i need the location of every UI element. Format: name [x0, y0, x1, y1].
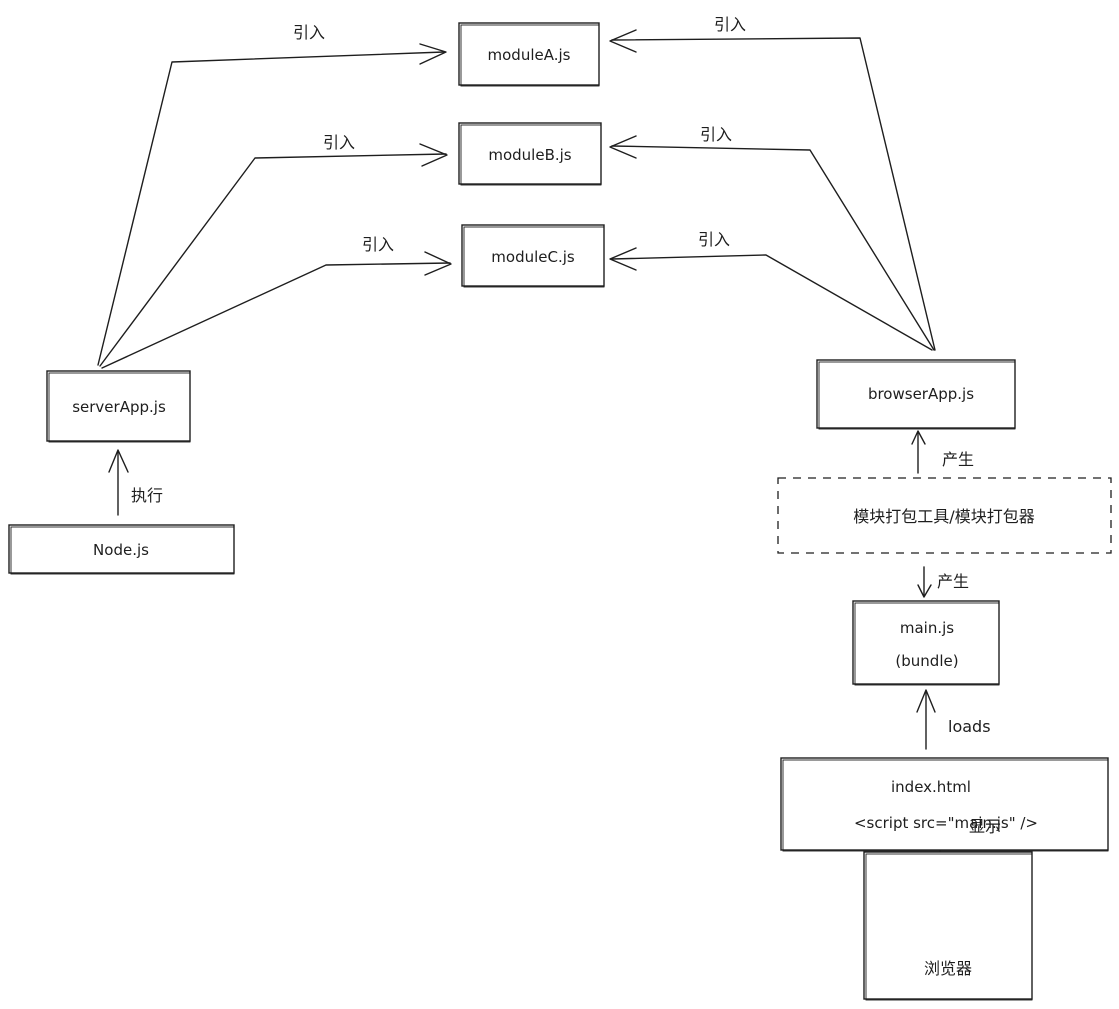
edge-browser-to-moduleB: [609, 135, 935, 351]
edge-label-server-moduleA: 引入: [293, 23, 325, 42]
node-main-line1: main.js: [900, 619, 954, 637]
node-index-line1: index.html: [891, 778, 971, 796]
node-browserApp-label: browserApp.js: [868, 385, 974, 403]
node-moduleB-label: moduleB.js: [488, 146, 571, 164]
edge-label-node-server: 执行: [131, 486, 163, 505]
node-main: main.js (bundle): [852, 600, 1000, 686]
edge-bundler-to-browserApp: [911, 430, 926, 474]
edge-label-index-main: loads: [948, 717, 991, 736]
edge-label-browser-moduleA: 引入: [714, 15, 746, 34]
edge-server-to-moduleC: [101, 251, 452, 369]
edge-label-bundler-browserApp: 产生: [942, 450, 974, 469]
node-nodejs: Node.js: [8, 524, 235, 575]
edge-browser-to-moduleC: [609, 247, 933, 351]
node-bundler-label: 模块打包工具/模块打包器: [853, 507, 1034, 526]
edge-server-to-moduleB: [99, 143, 448, 367]
edge-node-to-server: [108, 449, 129, 516]
node-nodejs-label: Node.js: [93, 541, 149, 559]
node-index-line2: <script src="main.js" />: [854, 814, 1038, 832]
edge-label-server-moduleC: 引入: [362, 235, 394, 254]
node-browserApp: browserApp.js: [816, 359, 1016, 430]
node-browser-label: 浏览器: [924, 959, 972, 978]
node-bundler: 模块打包工具/模块打包器: [777, 477, 1112, 554]
edge-label-browser-moduleC: 引入: [698, 230, 730, 249]
edge-server-to-moduleA: [97, 43, 447, 366]
node-index: index.html <script src="main.js" />: [780, 757, 1109, 852]
node-moduleB: moduleB.js: [458, 122, 602, 186]
edge-label-server-moduleB: 引入: [323, 133, 355, 152]
edge-index-to-main: [916, 689, 936, 750]
node-browser: 浏览器: [863, 851, 1033, 1001]
node-main-line2: (bundle): [895, 652, 958, 670]
node-moduleC-label: moduleC.js: [491, 248, 575, 266]
edge-label-bundler-main: 产生: [937, 572, 969, 591]
edge-label-browser-index: 显示: [969, 817, 1001, 836]
node-moduleC: moduleC.js: [461, 224, 605, 288]
node-serverApp: serverApp.js: [46, 370, 191, 443]
edge-label-browser-moduleB: 引入: [700, 125, 732, 144]
node-serverApp-label: serverApp.js: [72, 398, 166, 416]
edge-bundler-to-main: [917, 566, 932, 598]
node-moduleA: moduleA.js: [458, 22, 600, 87]
edge-browser-to-moduleA: [609, 29, 936, 351]
node-moduleA-label: moduleA.js: [488, 46, 571, 64]
